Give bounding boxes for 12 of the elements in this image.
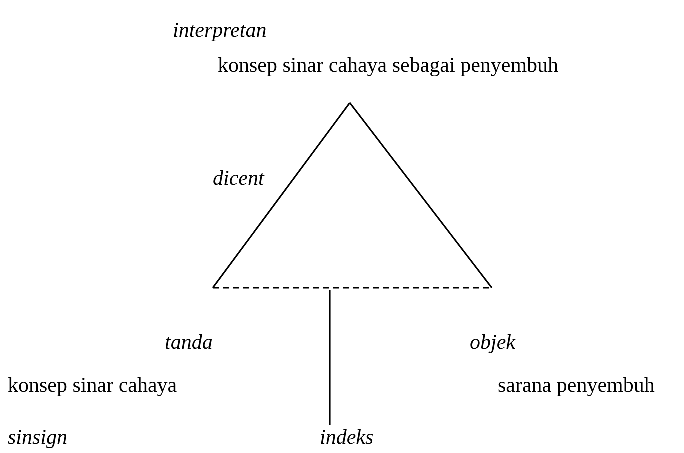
type-label: indeks (320, 425, 374, 449)
node-label: sarana penyembuh (498, 373, 655, 397)
connector-line (212, 102, 351, 288)
type-label: sinsign (8, 425, 68, 449)
stem-line (329, 290, 331, 425)
type-label: objek (470, 330, 516, 354)
type-label: interpretan (173, 18, 267, 42)
node-label: konsep sinar cahaya sebagai penyembuh (218, 53, 559, 77)
connector-line (349, 102, 493, 288)
node-label: konsep sinar cahaya (8, 373, 178, 397)
connector-line (213, 287, 492, 289)
type-label: tanda (165, 330, 213, 354)
